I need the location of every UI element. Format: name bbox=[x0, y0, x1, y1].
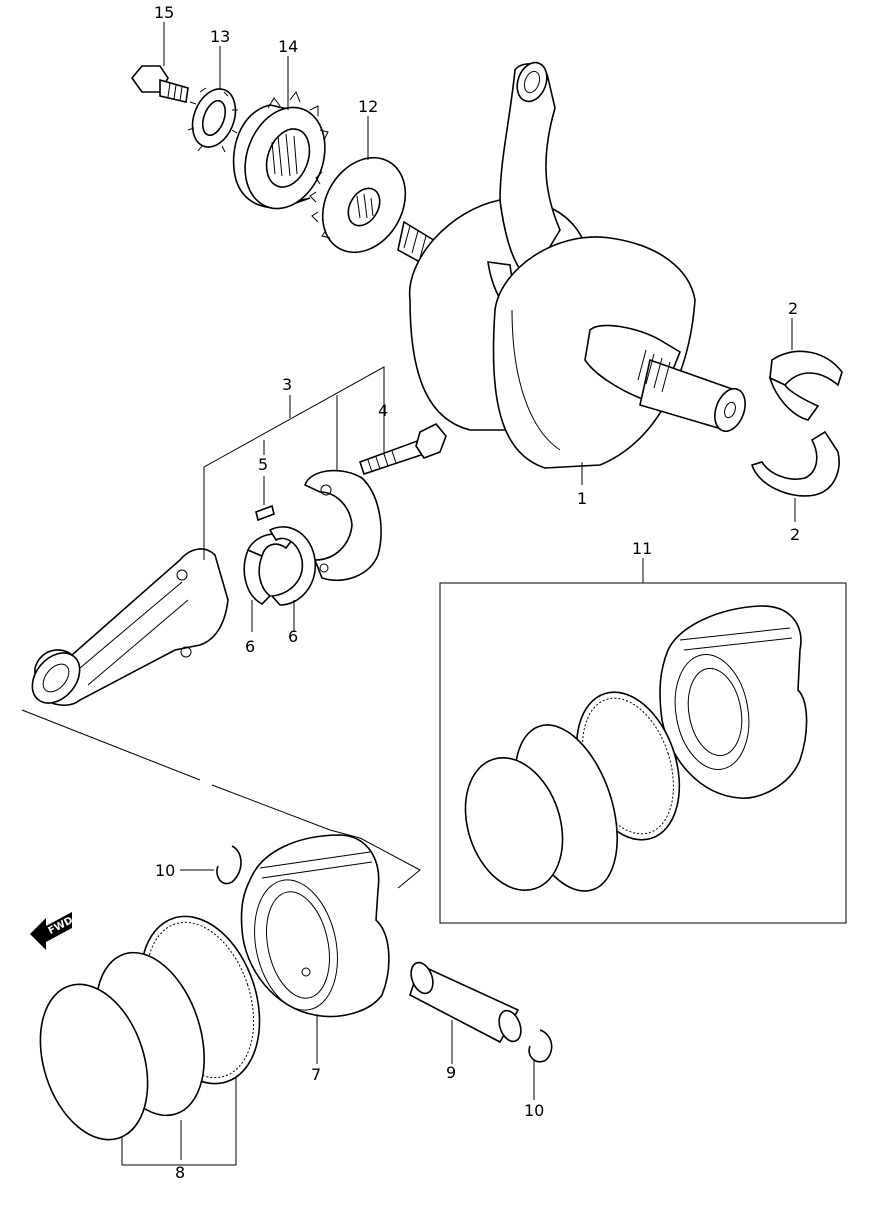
label-part-6b: 6 bbox=[288, 627, 298, 646]
label-part-15: 15 bbox=[154, 3, 174, 22]
label-part-1: 1 bbox=[577, 489, 587, 508]
part-2-bearing-lower bbox=[751, 430, 840, 497]
fwd-arrow-icon: FWD bbox=[30, 912, 75, 950]
part-13-washer bbox=[187, 87, 238, 153]
label-part-10a: 10 bbox=[155, 861, 175, 880]
label-part-11: 11 bbox=[632, 539, 652, 558]
label-part-7: 7 bbox=[311, 1065, 321, 1084]
label-part-12: 12 bbox=[358, 97, 378, 116]
label-part-2b: 2 bbox=[790, 525, 800, 544]
part-12-plate bbox=[309, 156, 407, 254]
label-part-8: 8 bbox=[175, 1163, 185, 1182]
label-part-13: 13 bbox=[210, 27, 230, 46]
part-8-piston-rings bbox=[39, 915, 261, 1141]
part-7-piston bbox=[240, 834, 390, 1018]
part-15-bolt bbox=[130, 65, 189, 103]
part-6-bearing-left bbox=[243, 533, 294, 605]
part-1-crankshaft bbox=[397, 61, 746, 469]
part-14-gear bbox=[232, 90, 329, 210]
label-part-3: 3 bbox=[282, 375, 292, 394]
part-2-bearing-upper bbox=[768, 350, 843, 421]
label-part-9: 9 bbox=[446, 1063, 456, 1082]
leader-lines bbox=[21, 22, 847, 1166]
label-part-10b: 10 bbox=[524, 1101, 544, 1120]
part-10-circlip-upper bbox=[216, 845, 242, 885]
label-part-5: 5 bbox=[258, 455, 268, 474]
part-4-bolt bbox=[358, 423, 447, 476]
part-9-piston-pin bbox=[409, 961, 522, 1044]
part-10-circlip-lower bbox=[528, 1029, 553, 1063]
label-part-4: 4 bbox=[378, 401, 388, 420]
part-labels: 15 13 14 12 2 3 4 5 1 2 11 6 6 10 7 9 10… bbox=[154, 3, 800, 1182]
part-3-rod-cap bbox=[304, 469, 382, 582]
part-3-connecting-rod bbox=[31, 548, 229, 706]
label-part-14: 14 bbox=[278, 37, 298, 56]
part-5-pin bbox=[255, 504, 275, 522]
label-part-2a: 2 bbox=[788, 299, 798, 318]
part-6-bearing-right bbox=[268, 526, 317, 606]
label-part-6a: 6 bbox=[245, 637, 255, 656]
part-11-piston-set bbox=[464, 605, 808, 892]
